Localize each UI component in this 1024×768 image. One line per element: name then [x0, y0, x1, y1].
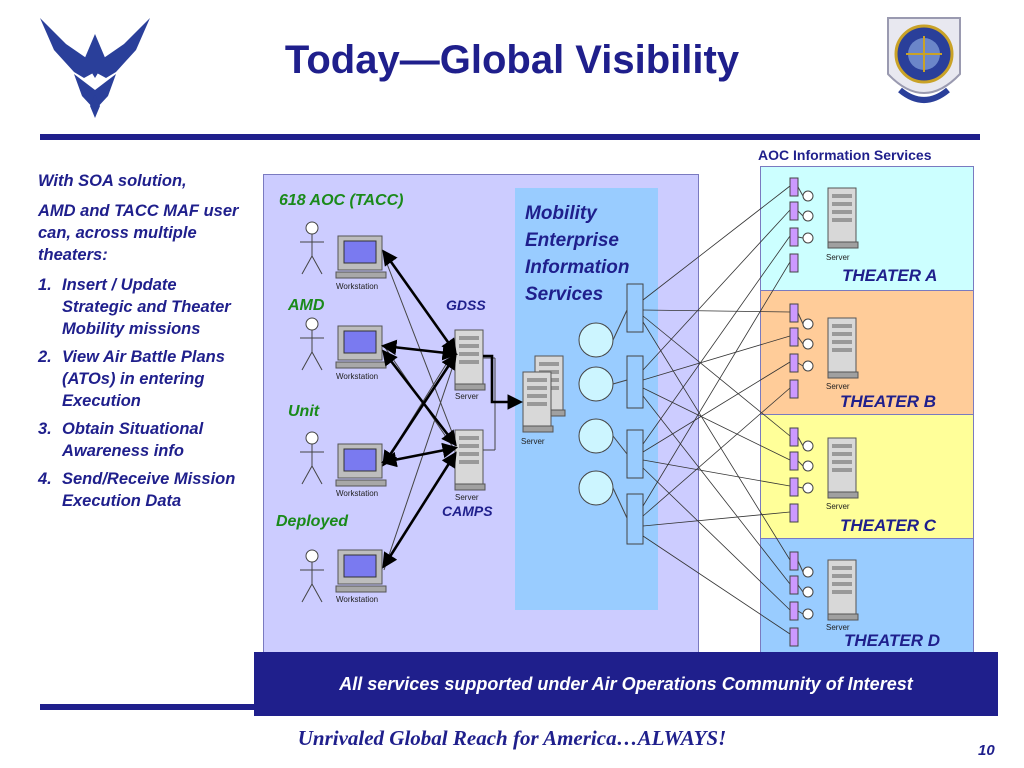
page-number: 10 — [978, 742, 995, 759]
server-label: Server — [826, 382, 850, 391]
workstation-icon — [335, 549, 387, 593]
header-rule — [40, 134, 980, 140]
camps-label: CAMPS — [442, 503, 493, 519]
list-item: 1.Insert / Update Strategic and Theater … — [38, 276, 231, 338]
page-title: Today—Global Visibility — [284, 38, 740, 82]
user-figure-icon — [299, 221, 325, 275]
list-item: 4.Send/Receive Mission Execution Data — [38, 470, 236, 510]
subtitle-text: AMD and TACC MAF user can, across multip… — [38, 202, 239, 264]
server-label: Server — [455, 392, 479, 401]
workstation-label: Workstation — [336, 489, 379, 498]
deployed-label: Deployed — [276, 513, 349, 530]
workstation-label: Workstation — [336, 372, 379, 381]
server-label: Server — [826, 623, 850, 632]
air-mobility-command-seal — [887, 17, 961, 103]
amd-label: AMD — [288, 297, 325, 314]
gdss-server-icon — [454, 329, 486, 391]
banner-text: All services supported under Air Operati… — [339, 673, 913, 694]
aoc-info-label: AOC Information Services — [758, 147, 932, 163]
mei-label: Mobility Enterprise Information Services — [525, 203, 630, 305]
theater-b-label: THEATER B — [840, 392, 937, 411]
intro-text: With SOA solution, — [38, 172, 187, 190]
unit-label: Unit — [288, 403, 320, 420]
footer-rule — [40, 704, 256, 710]
footer-slogan: Unrivaled Global Reach for America…ALWAY… — [297, 726, 727, 750]
list-item: 2.View Air Battle Plans (ATOs) in enteri… — [38, 348, 225, 410]
theater-c-label: THEATER C — [840, 516, 937, 535]
user-figure-icon — [299, 549, 325, 603]
server-label: Server — [826, 502, 850, 511]
theater-server-icon — [827, 317, 859, 379]
mei-server-icon — [522, 371, 554, 433]
server-label: Server — [826, 253, 850, 262]
user-figure-icon — [299, 317, 325, 371]
camps-server-icon — [454, 429, 486, 491]
capability-list: 1.Insert / Update Strategic and Theater … — [38, 274, 250, 512]
list-item: 3.Obtain Situational Awareness info — [38, 420, 204, 460]
theater-a-label: THEATER A — [842, 266, 938, 285]
workstation-label: Workstation — [336, 282, 379, 291]
aoc-label: 618 AOC (TACC) — [279, 192, 404, 209]
banner: All services supported under Air Operati… — [254, 652, 998, 716]
workstation-label: Workstation — [336, 595, 379, 604]
left-text-panel: With SOA solution, AMD and TACC MAF user… — [38, 170, 250, 518]
theater-server-icon — [827, 437, 859, 499]
server-label: Server — [455, 493, 479, 502]
air-force-logo — [40, 18, 150, 118]
theater-server-icon — [827, 187, 859, 249]
workstation-icon — [335, 325, 387, 369]
theater-server-icon — [827, 559, 859, 621]
server-label: Server — [521, 437, 545, 446]
gdss-label: GDSS — [446, 297, 486, 313]
workstation-icon — [335, 235, 387, 279]
workstation-icon — [335, 443, 387, 487]
theater-d-label: THEATER D — [844, 631, 941, 650]
user-figure-icon — [299, 431, 325, 485]
